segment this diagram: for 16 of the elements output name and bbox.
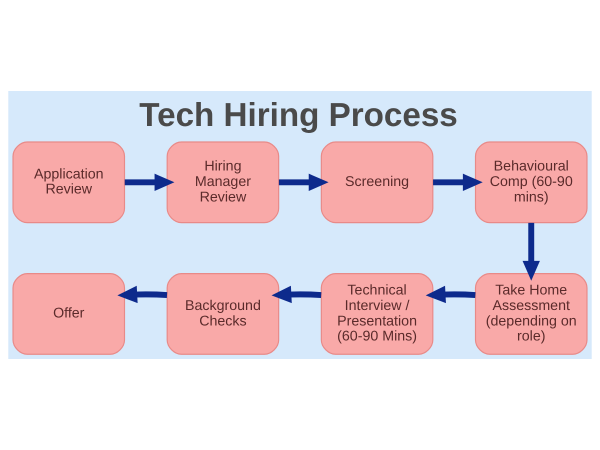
node-box: Hiring Manager Review bbox=[166, 141, 280, 224]
node-box: Application Review bbox=[12, 141, 126, 224]
arrow bbox=[278, 174, 329, 191]
arrow bbox=[522, 222, 540, 281]
node-box: Behavioural Comp (60-90 mins) bbox=[474, 141, 588, 224]
node-box: Background Checks bbox=[166, 273, 280, 355]
arrow bbox=[124, 174, 174, 191]
arrow bbox=[272, 286, 322, 304]
node-box: Technical Interview / Presentation (60-90 Mins) bbox=[320, 273, 434, 355]
node-box: Take Home Assessment (depending on role) bbox=[474, 273, 588, 355]
node-box: Offer bbox=[12, 273, 126, 355]
arrow bbox=[117, 286, 168, 304]
node-box: Screening bbox=[320, 141, 434, 224]
diagram-title: Tech Hiring Process bbox=[139, 96, 458, 134]
arrow bbox=[433, 174, 483, 191]
arrow bbox=[426, 286, 476, 304]
